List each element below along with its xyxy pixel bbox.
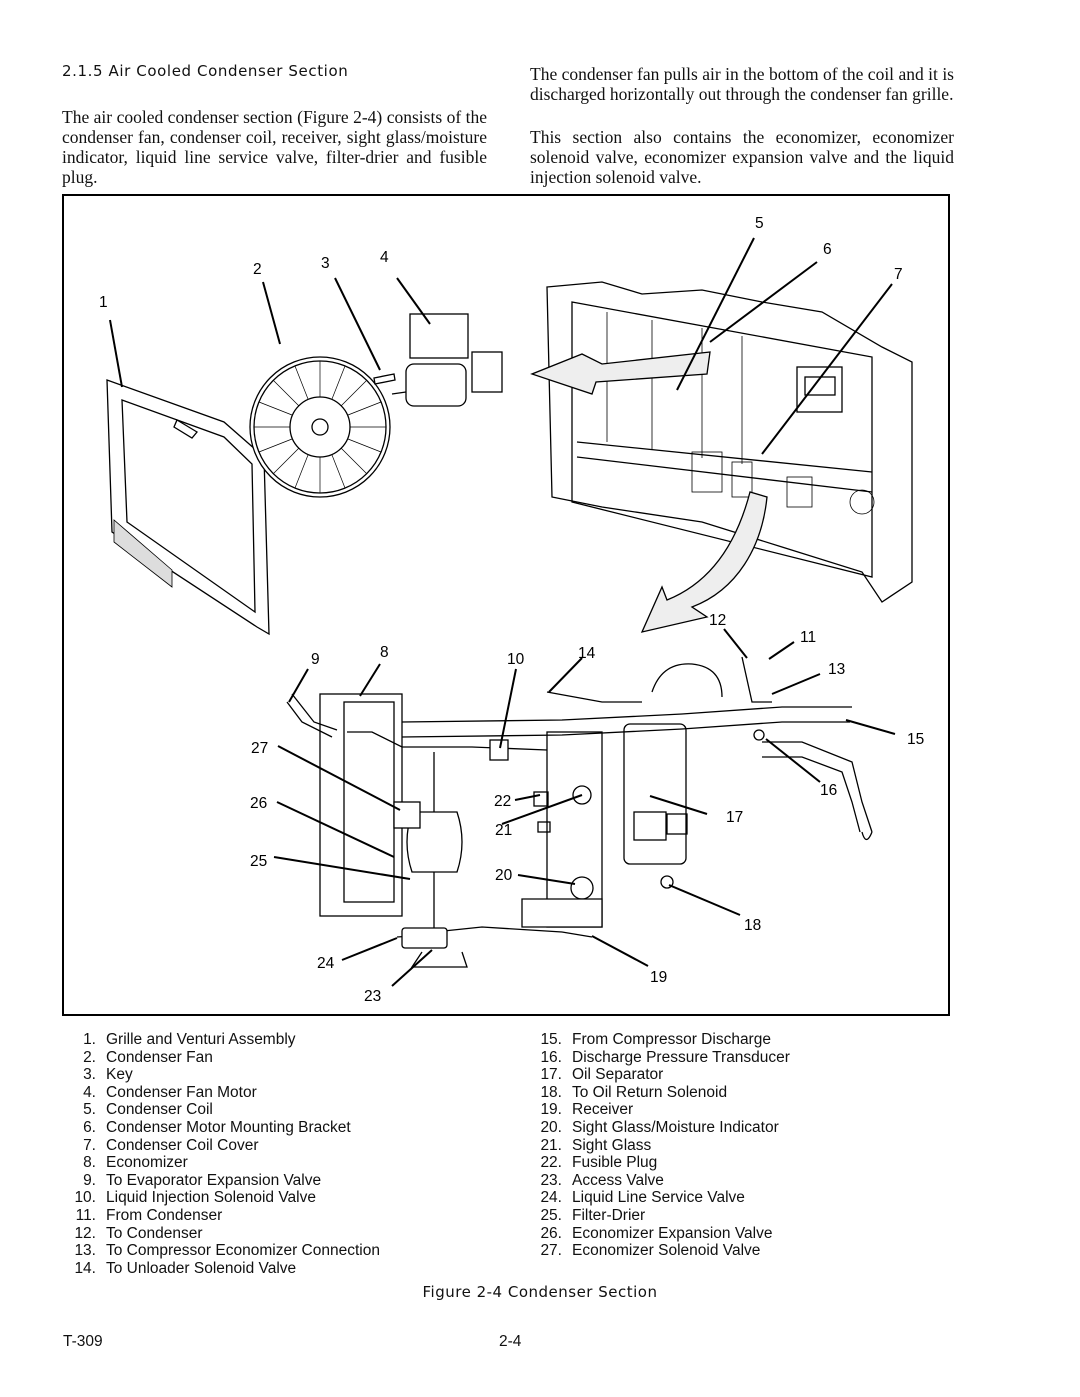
callout-20: 20 <box>495 867 513 884</box>
airflow-paragraph: The condenser fan pulls air in the botto… <box>530 64 954 104</box>
legend-item: 13.To Compressor Economizer Connection <box>74 1242 380 1260</box>
legend-item: 24.Liquid Line Service Valve <box>540 1189 745 1207</box>
legend-item: 18.To Oil Return Solenoid <box>540 1083 728 1101</box>
legend-item: 2.Condenser Fan <box>83 1048 213 1066</box>
callout-24: 24 <box>317 955 335 972</box>
legend-item: 9.To Evaporator Expansion Valve <box>83 1171 322 1189</box>
callout-12: 12 <box>709 612 726 629</box>
legend-item: 11.From Condenser <box>75 1206 223 1224</box>
legend-item: 20.Sight Glass/Moisture Indicator <box>540 1118 779 1136</box>
callout-22: 22 <box>494 793 511 810</box>
callout-17: 17 <box>726 809 743 826</box>
callout-16: 16 <box>820 782 837 799</box>
callout-18: 18 <box>744 917 761 934</box>
callout-4: 4 <box>380 249 389 266</box>
callout-15: 15 <box>907 731 924 748</box>
doc-number: T-309 <box>63 1333 103 1350</box>
legend-item: 1.Grille and Venturi Assembly <box>83 1031 296 1048</box>
legend-item: 5.Condenser Coil <box>83 1101 213 1119</box>
legend-item: 16.Discharge Pressure Transducer <box>540 1048 790 1066</box>
legend-column-right: 15.From Compressor Discharge 16.Discharg… <box>528 1031 790 1260</box>
contents-paragraph: This section also contains the economize… <box>530 127 954 187</box>
callout-5: 5 <box>755 215 764 232</box>
callout-3: 3 <box>321 255 330 272</box>
condenser-illustration: 1 2 3 4 5 6 7 8 9 10 11 12 13 14 15 16 1… <box>99 215 924 1005</box>
legend-item: 17.Oil Separator <box>540 1066 664 1084</box>
legend-item: 14.To Unloader Solenoid Valve <box>74 1259 297 1277</box>
callout-13: 13 <box>828 661 845 678</box>
callout-6: 6 <box>823 241 832 258</box>
legend-item: 15.From Compressor Discharge <box>540 1031 771 1048</box>
callout-23: 23 <box>364 988 381 1005</box>
legend-item: 8.Economizer <box>83 1154 188 1172</box>
legend-column-left: 1.Grille and Venturi Assembly 2.Condense… <box>62 1031 380 1277</box>
callout-11: 11 <box>800 629 816 646</box>
legend-item: 12.To Condenser <box>74 1224 203 1242</box>
callout-14: 14 <box>578 645 596 662</box>
intro-paragraph: The air cooled condenser section (Figure… <box>62 107 487 187</box>
callout-27: 27 <box>251 740 268 757</box>
legend-item: 7.Condenser Coil Cover <box>83 1136 259 1154</box>
callout-19: 19 <box>650 969 667 986</box>
callout-9: 9 <box>311 651 320 668</box>
section-heading: 2.1.5 Air Cooled Condenser Section <box>62 62 349 80</box>
callout-7: 7 <box>894 266 903 283</box>
condenser-figure: 1 2 3 4 5 6 7 8 9 10 11 12 13 14 15 16 1… <box>62 194 950 1016</box>
page-number: 2-4 <box>499 1333 522 1350</box>
figure-caption: Figure 2-4 Condenser Section <box>422 1283 658 1301</box>
legend-item: 26.Economizer Expansion Valve <box>540 1224 773 1242</box>
legend-item: 25.Filter-Drier <box>540 1206 646 1224</box>
callout-26: 26 <box>250 795 267 812</box>
callout-10: 10 <box>507 651 525 668</box>
legend-item: 4.Condenser Fan Motor <box>83 1083 257 1101</box>
callout-2: 2 <box>253 261 262 278</box>
callout-25: 25 <box>250 853 267 870</box>
legend-item: 27.Economizer Solenoid Valve <box>540 1242 761 1260</box>
legend-item: 19.Receiver <box>540 1101 634 1119</box>
legend-item: 3.Key <box>83 1066 133 1084</box>
callout-21: 21 <box>495 822 512 839</box>
legend-item: 23.Access Valve <box>540 1171 664 1189</box>
legend-item: 22.Fusible Plug <box>540 1154 658 1172</box>
callout-1: 1 <box>99 294 108 311</box>
legend-item: 6.Condenser Motor Mounting Bracket <box>83 1118 351 1136</box>
callout-8: 8 <box>380 644 389 661</box>
legend-item: 21.Sight Glass <box>540 1136 652 1154</box>
legend-item: 10.Liquid Injection Solenoid Valve <box>74 1189 316 1207</box>
